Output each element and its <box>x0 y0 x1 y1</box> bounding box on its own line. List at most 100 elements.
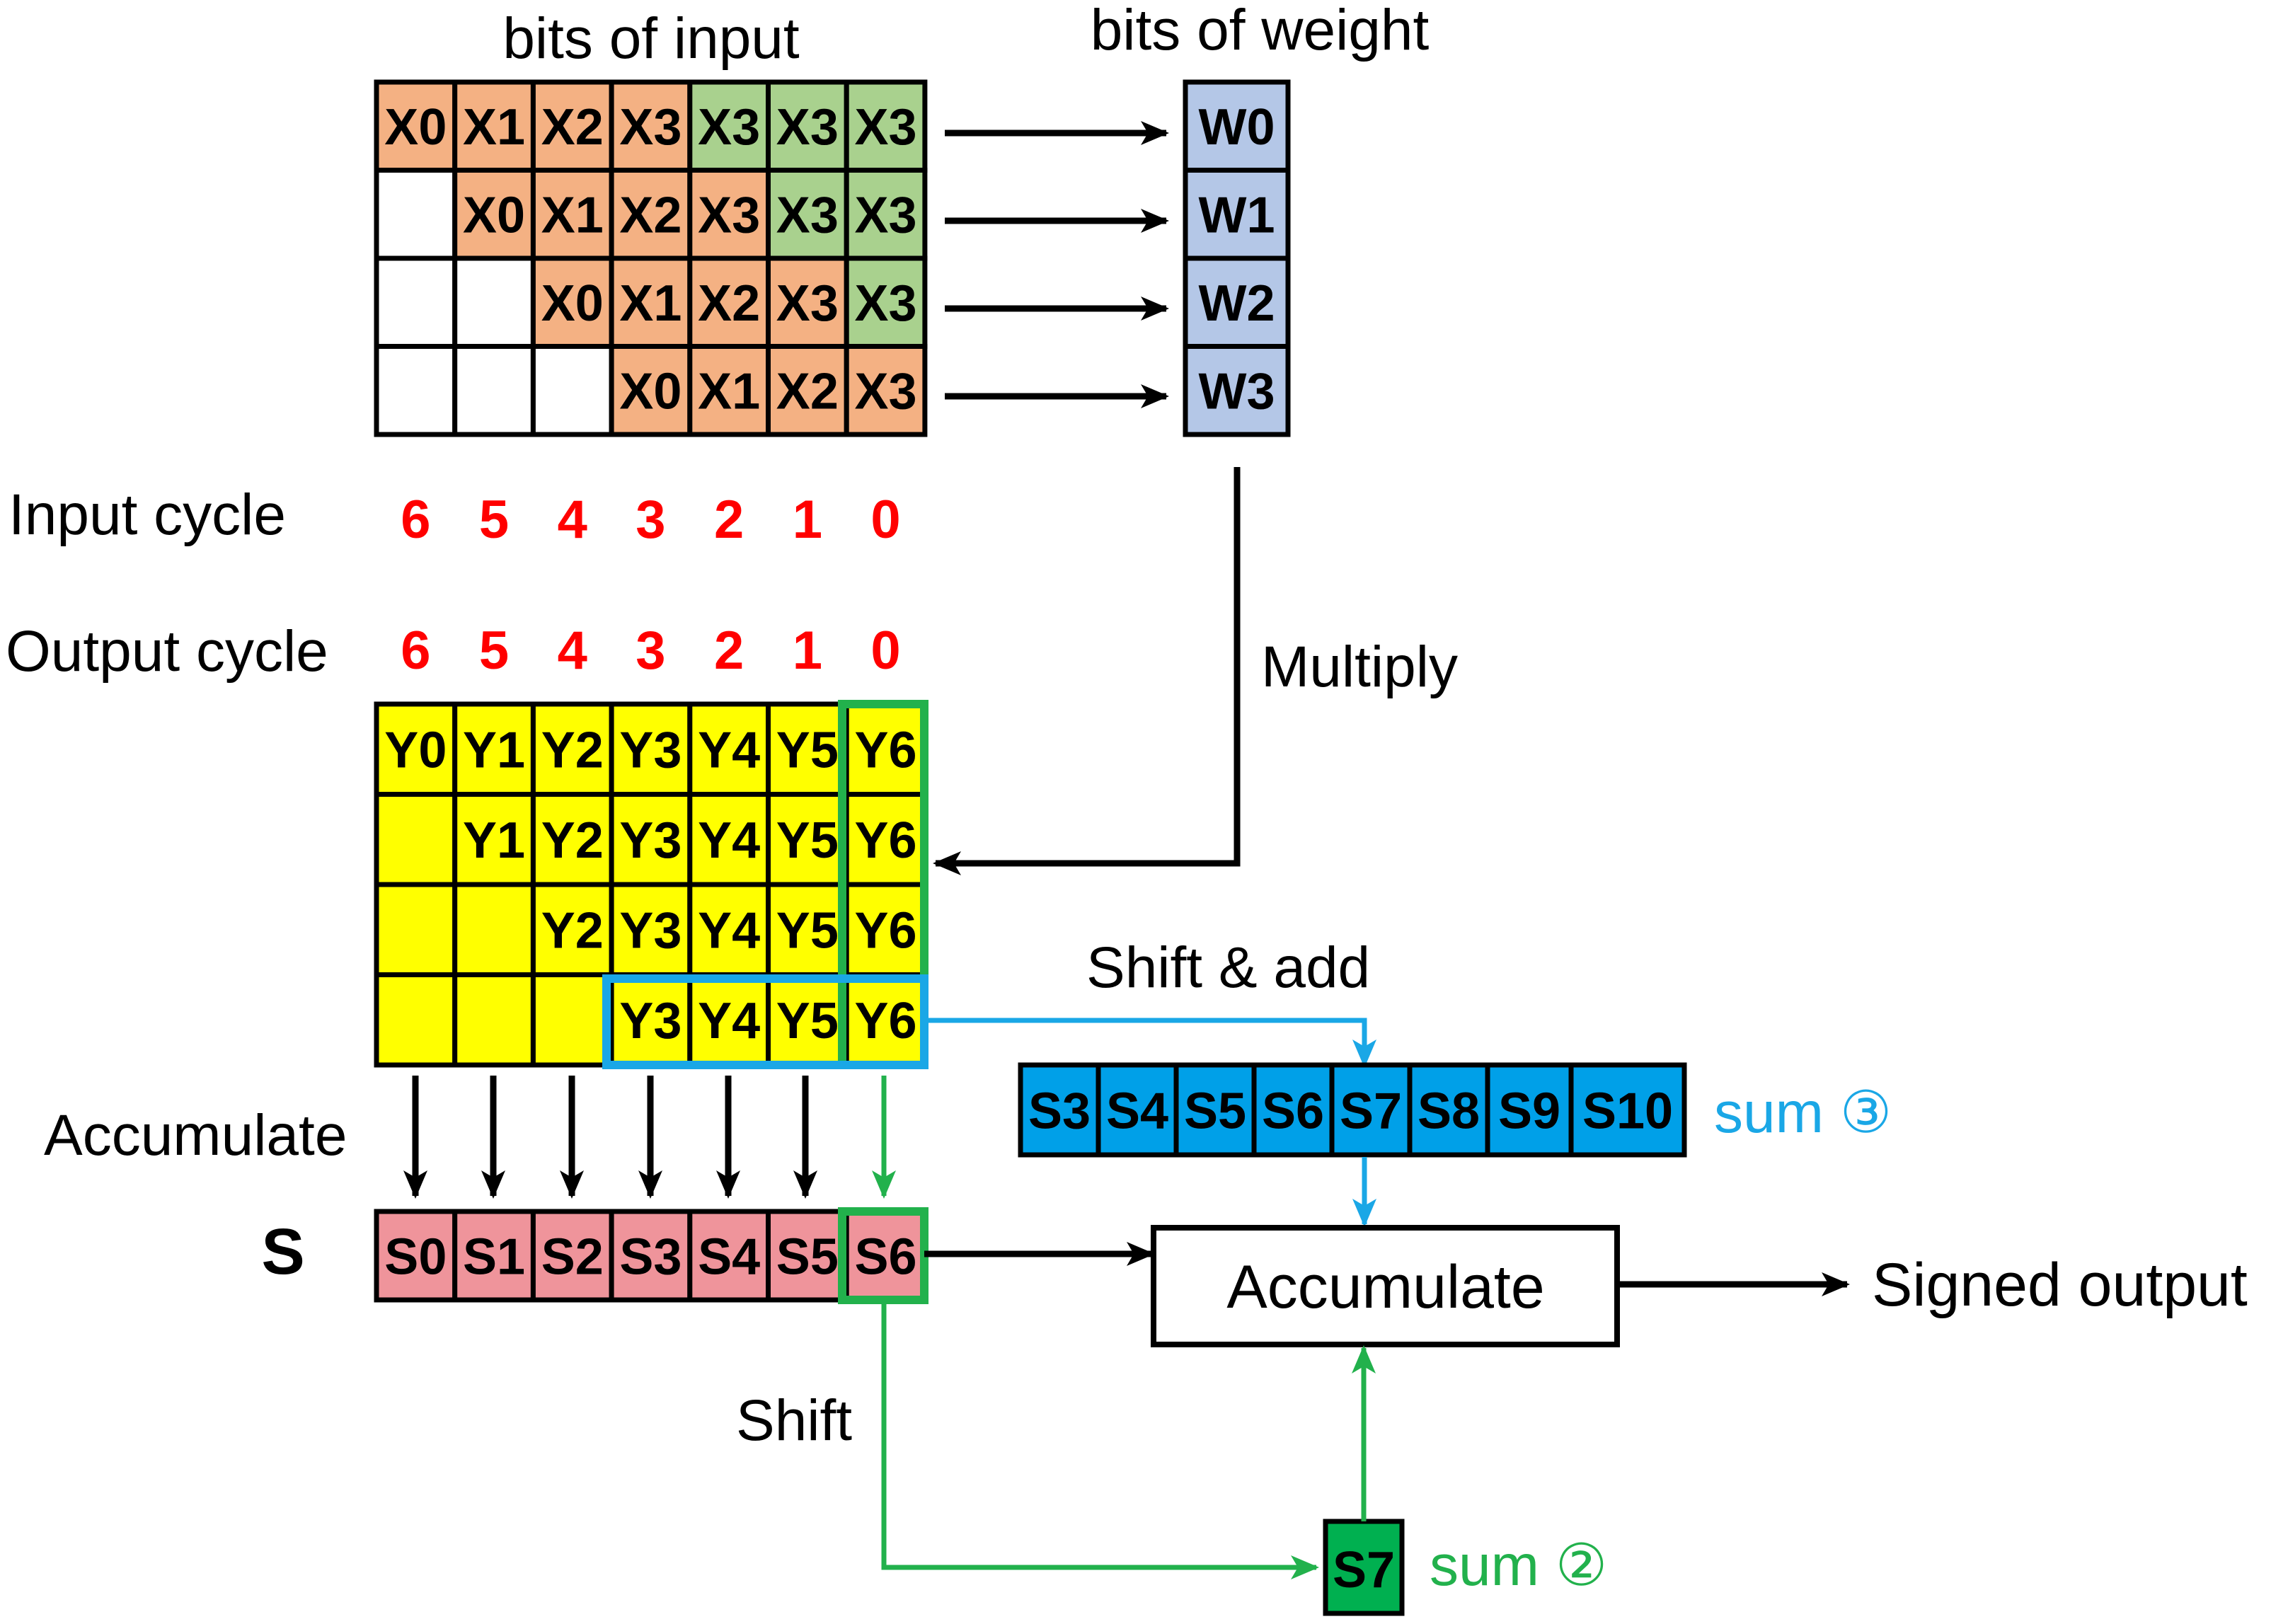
sum3-cell-4-text: S7 <box>1340 1083 1402 1139</box>
y-cell-r0-c5-text: Y5 <box>776 722 839 779</box>
sum3-cell-0-text: S3 <box>1028 1083 1091 1139</box>
input-cell-r3-c6-text: X3 <box>855 364 917 420</box>
y-cell-r0-c2-text: Y2 <box>541 722 604 779</box>
input-cell-r2-c1-box <box>452 255 536 349</box>
input-cell-r1-c1-box <box>452 168 536 261</box>
input-cell-r2-c3-text: X1 <box>619 275 682 332</box>
y-cell-r3-c6-box <box>844 972 928 1068</box>
sum3-cell-2-text: S5 <box>1184 1083 1246 1139</box>
input-cell-r0-c5-text: X3 <box>776 99 839 156</box>
sum3-cell-6-box <box>1485 1062 1574 1158</box>
accumulate-side-label: Accumulate <box>44 1103 347 1168</box>
sum3-cell-6-text: S9 <box>1498 1083 1560 1139</box>
input_cycle-number-6: 0 <box>870 490 900 550</box>
y-cell-r3-c4-box <box>687 972 771 1068</box>
sum3-cell-7-box <box>1568 1062 1687 1158</box>
s7-box <box>1323 1519 1405 1616</box>
y-cell-r3-c3-box <box>609 972 693 1068</box>
weight-cell-3-text: W3 <box>1199 364 1275 420</box>
y-cell-r1-c1-text: Y1 <box>463 812 525 869</box>
input-cell-r0-c6-text: X3 <box>855 99 917 156</box>
y-cell-r3-c3-text: Y3 <box>619 993 682 1049</box>
input-cell-r1-c0-box <box>374 168 458 261</box>
y-cell-r2-c1-box <box>452 882 536 977</box>
y-cell-r3-c5-text: Y5 <box>776 993 839 1049</box>
y-cell-r1-c0-box <box>374 792 458 887</box>
input-cell-r1-c3-text: X2 <box>619 188 682 244</box>
accumulate-box-label: Accumulate <box>1226 1253 1544 1321</box>
y-cell-r2-c5-text: Y5 <box>776 903 839 960</box>
input-cell-r2-c5-box <box>766 255 849 349</box>
s-cell-5-box <box>766 1209 849 1303</box>
output_cycle-number-2: 4 <box>558 621 587 681</box>
s-cell-5-text: S5 <box>776 1228 839 1285</box>
input-cell-r3-c4-box <box>687 344 771 437</box>
multiply-label: Multiply <box>1261 635 1458 699</box>
input-cell-r1-c6-text: X3 <box>855 188 917 244</box>
sum3-cell-0-box <box>1018 1062 1101 1158</box>
signed-output-label: Signed output <box>1872 1251 2248 1319</box>
y-cell-r1-c3-text: Y3 <box>619 812 682 869</box>
s-cell-4-text: S4 <box>698 1228 760 1285</box>
sum3-cell-1-text: S4 <box>1106 1083 1168 1139</box>
weight-cell-3-box <box>1183 344 1291 437</box>
y-cell-r1-c1-box <box>452 792 536 887</box>
y-cell-r0-c3-text: Y3 <box>619 722 682 779</box>
s-cell-1-text: S1 <box>463 1228 525 1285</box>
sum3-cell-5-text: S8 <box>1418 1083 1480 1139</box>
input-cell-r2-c0-box <box>374 255 458 349</box>
input-cell-r3-c4-text: X1 <box>698 364 760 420</box>
multiply-arrow <box>933 467 1241 875</box>
s-cell-6-text: S6 <box>855 1228 917 1285</box>
y-cell-r3-c6-text: Y6 <box>855 993 917 1049</box>
input-cell-r3-c6-box <box>844 344 928 437</box>
y-cell-r1-c4-text: Y4 <box>698 812 760 869</box>
shift-label: Shift <box>736 1388 852 1453</box>
y-cell-r3-c4-text: Y4 <box>698 993 760 1049</box>
s-cell-0-box <box>374 1209 458 1303</box>
y-cell-r3-c0-box <box>374 972 458 1068</box>
weight-cell-2-text: W2 <box>1199 275 1275 332</box>
y-cell-r1-c2-text: Y2 <box>541 812 604 869</box>
input-cell-r1-c5-text: X3 <box>776 188 839 244</box>
y-cell-r2-c3-text: Y3 <box>619 903 682 960</box>
shift-arrow <box>881 1300 1319 1579</box>
input-cell-r2-c2-text: X0 <box>541 275 604 332</box>
y-cell-r2-c2-text: Y2 <box>541 903 604 960</box>
input-cell-r2-c6-text: X3 <box>855 275 917 332</box>
input-cell-r2-c4-box <box>687 255 771 349</box>
y-cell-r3-c1-box <box>452 972 536 1068</box>
input_cycle-number-3: 3 <box>636 490 665 550</box>
s-cell-3-box <box>609 1209 693 1303</box>
input_cycle-number-5: 1 <box>793 490 822 550</box>
s-cell-2-box <box>530 1209 614 1303</box>
input-cell-r0-c1-text: X1 <box>463 99 525 156</box>
accumulate-arrows <box>403 1076 817 1199</box>
y-cell-r2-c6-box <box>844 882 928 977</box>
input-cell-r3-c0-box <box>374 344 458 437</box>
s-cell-3-text: S3 <box>619 1228 682 1285</box>
sum3-cell-3-text: S6 <box>1262 1083 1324 1139</box>
weight-cell-0-text: W0 <box>1199 99 1275 156</box>
y-cell-r1-c4-box <box>687 792 771 887</box>
y-cell-r0-c4-text: Y4 <box>698 722 760 779</box>
y-cell-r0-c0-box <box>374 701 458 797</box>
s7-label: S7 <box>1333 1542 1395 1599</box>
y-cell-r0-c6-text: Y6 <box>855 722 917 779</box>
input-cycle-label: Input cycle <box>8 483 286 547</box>
y-cell-r0-c1-text: Y1 <box>463 722 525 779</box>
input_cycle-number-4: 2 <box>714 490 744 550</box>
input-cell-r0-c3-text: X3 <box>619 99 682 156</box>
bits-of-input-label: bits of input <box>502 6 800 71</box>
weight-cell-0-box <box>1183 79 1291 173</box>
output_cycle-number-6: 0 <box>870 621 900 681</box>
bits-of-weight-label: bits of weight <box>1091 0 1430 62</box>
input-cell-r0-c4-text: X3 <box>698 99 760 156</box>
sum2-label: sum ② <box>1430 1533 1607 1598</box>
s-cell-2-text: S2 <box>541 1228 604 1285</box>
sum3-cell-7-text: S10 <box>1582 1083 1673 1139</box>
